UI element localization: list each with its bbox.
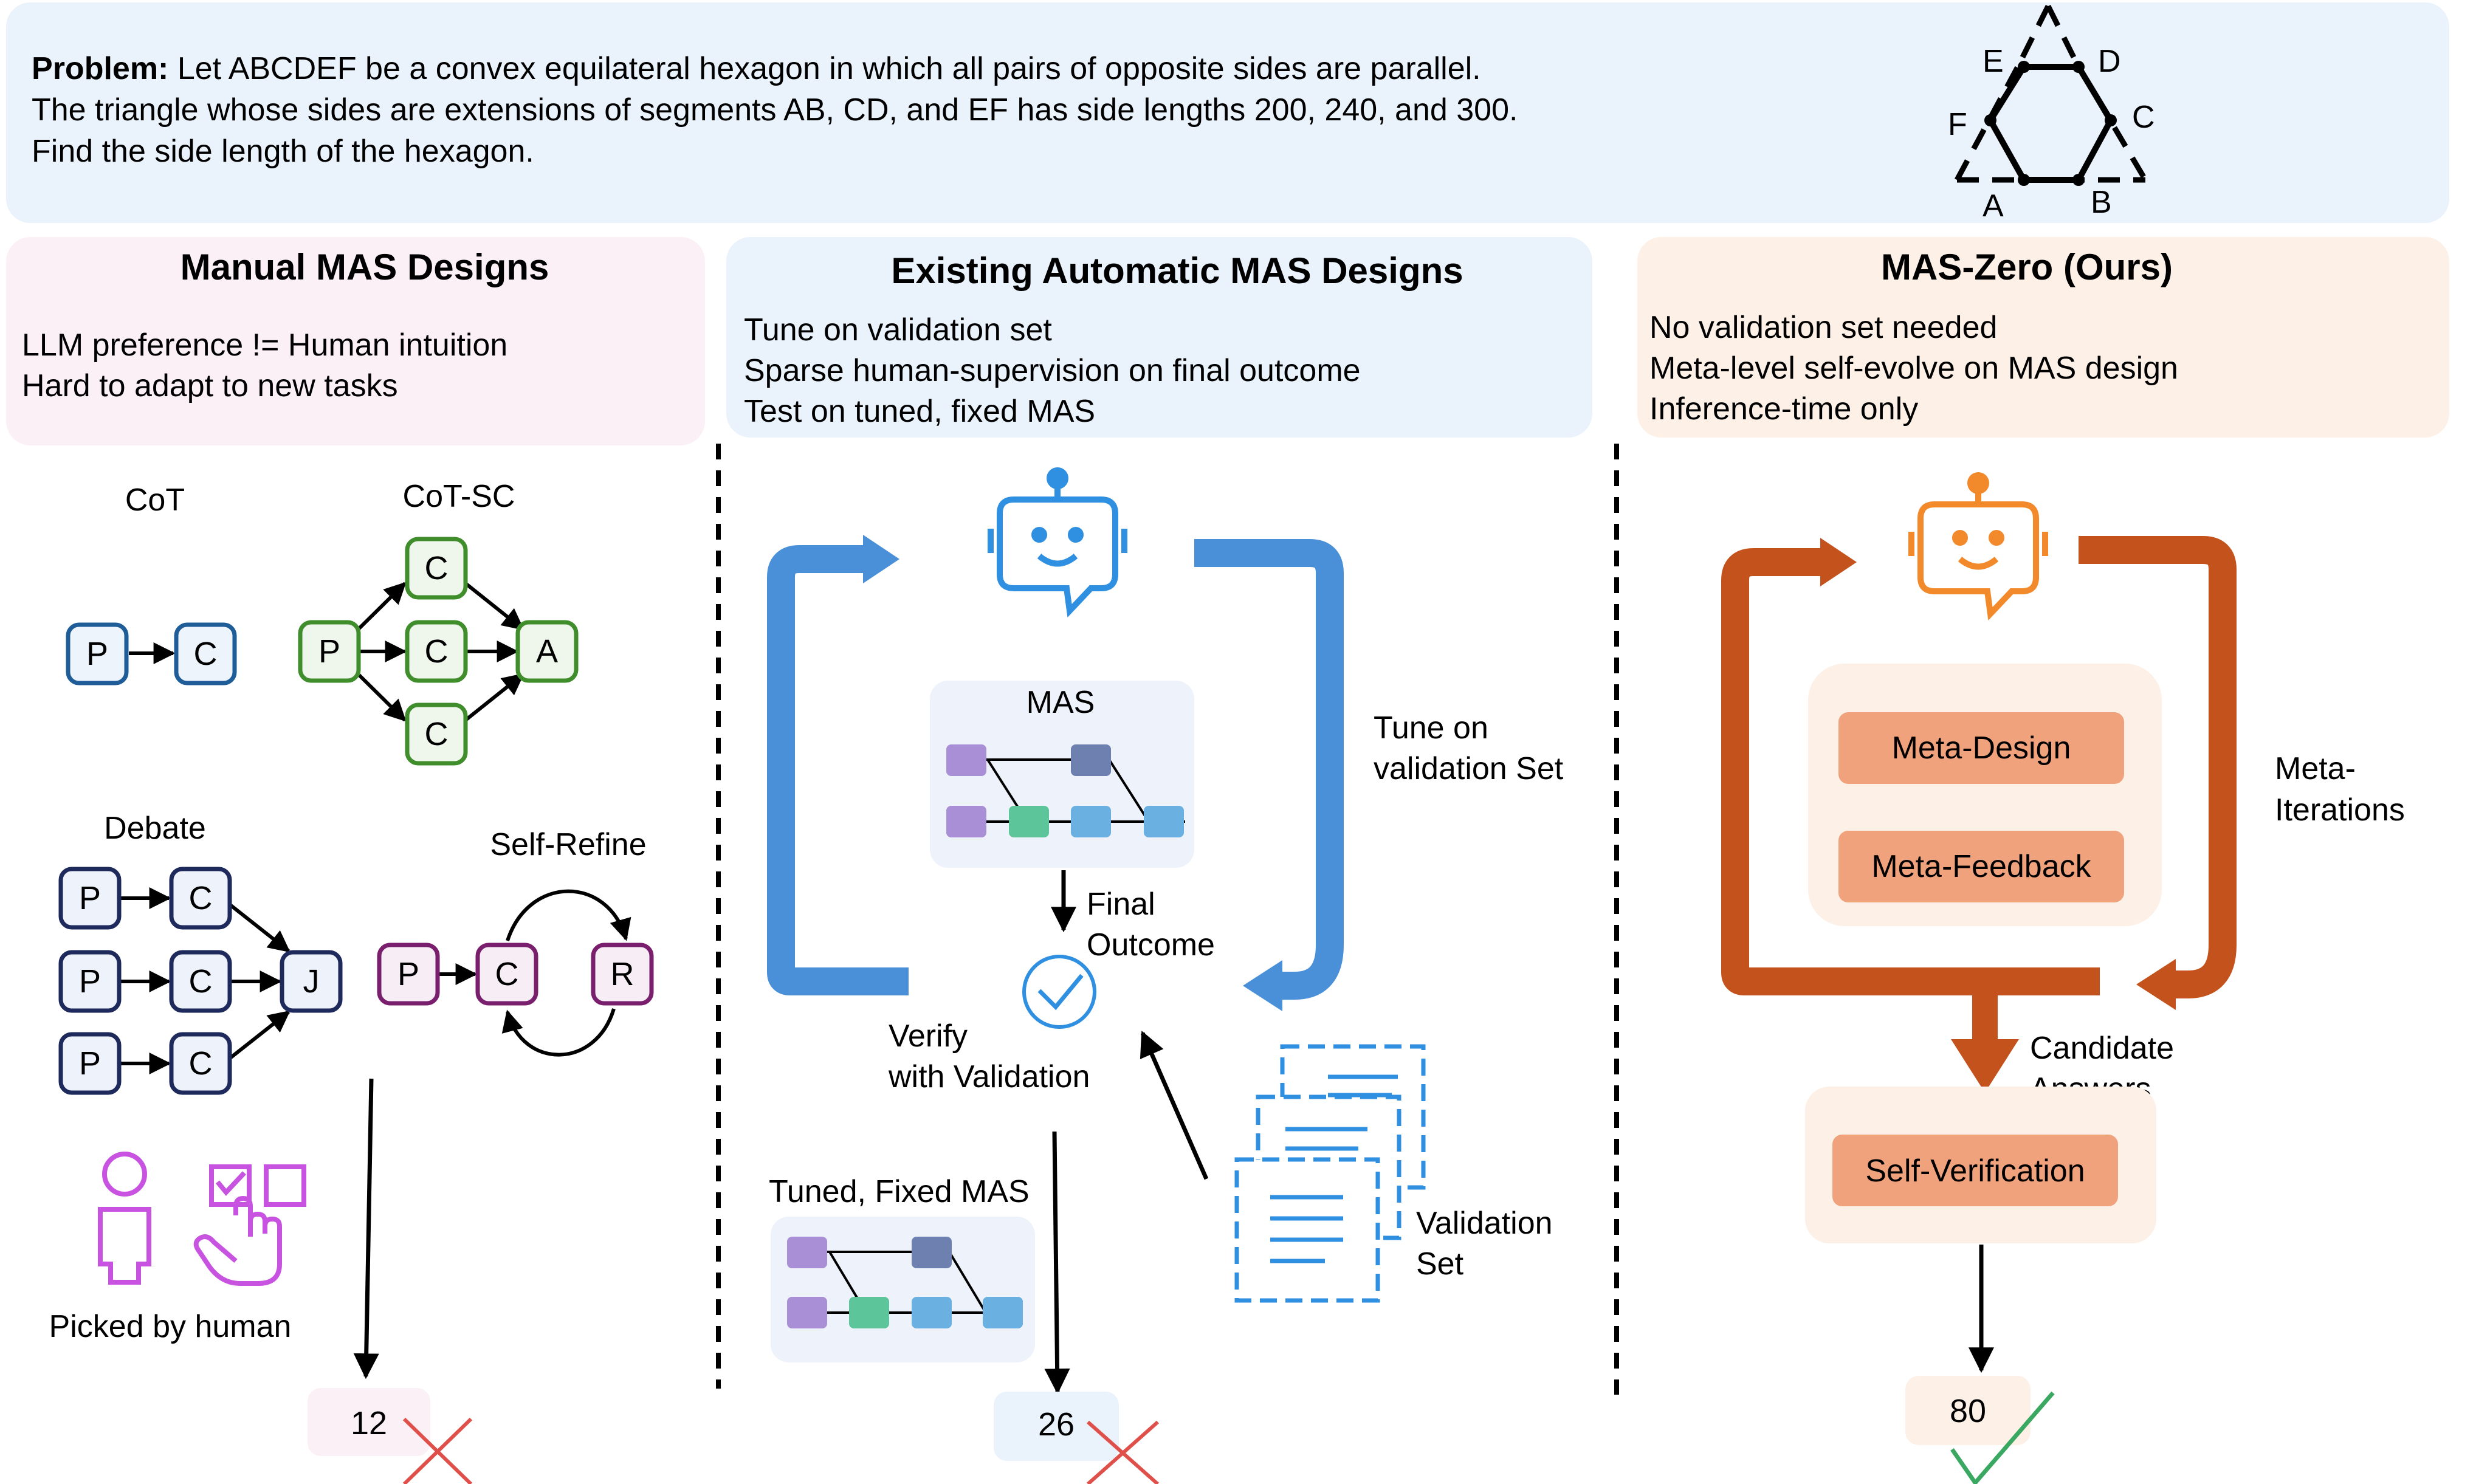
tuned-fixed-mas-label: Tuned, Fixed MAS — [769, 1174, 1030, 1209]
manual-panel — [6, 237, 705, 445]
meta-design-box — [1838, 712, 2124, 784]
orange-robot-icon — [1908, 472, 2048, 621]
vertex-label-a: A — [1983, 188, 2004, 224]
problem-line-2: The triangle whose sides are extensions … — [32, 92, 1518, 128]
mas-label: MAS — [1027, 685, 1095, 720]
manual-result-arrow — [353, 1078, 379, 1379]
automatic-bullet-2: Sparse human-supervision on final outcom… — [744, 353, 1361, 388]
meta-iterations-2: Iterations — [2275, 792, 2405, 828]
hand-pointer-icon — [193, 1164, 306, 1286]
manual-bullet-2: Hard to adapt to new tasks — [22, 368, 398, 404]
auto-answer-box — [994, 1392, 1119, 1461]
mas-graph — [946, 744, 1185, 837]
zero-answer: 80 — [1950, 1393, 1986, 1429]
selfrefine-label: Self-Refine — [490, 827, 646, 862]
tune-label-2: validation Set — [1374, 751, 1564, 786]
final-outcome-2: Outcome — [1087, 927, 1215, 963]
zero-panel — [1637, 237, 2449, 438]
validation-set-2: Set — [1416, 1246, 1464, 1282]
validation-set-icon — [1234, 1044, 1426, 1303]
verify-label-2: with Validation — [888, 1059, 1090, 1094]
manual-bullet-1: LLM preference != Human intuition — [22, 328, 507, 363]
vertex-label-f: F — [1948, 107, 1967, 142]
automatic-bullet-3: Test on tuned, fixed MAS — [744, 394, 1095, 429]
manual-answer-box — [308, 1388, 430, 1456]
orange-loop-arrows — [1721, 536, 2237, 1010]
automatic-panel — [726, 237, 1592, 438]
meta-iterations-1: Meta- — [2275, 751, 2356, 786]
blue-loop-arrows — [767, 535, 1344, 1011]
vertex-label-e: E — [1983, 44, 2004, 79]
problem-line-3: Find the side length of the hexagon. — [32, 134, 534, 169]
selfrefine-node-p: P — [397, 956, 419, 992]
cotsc-node-a: A — [536, 633, 558, 670]
auto-result-arrow — [1044, 1131, 1070, 1395]
cotsc-node-c1: C — [425, 550, 449, 586]
cotsc-label: CoT-SC — [403, 479, 515, 514]
debate-node-j: J — [303, 963, 320, 1000]
debate-node-p3: P — [79, 1045, 101, 1082]
selfrefine-node-c: C — [495, 956, 519, 992]
debate-node-c3: C — [189, 1045, 213, 1082]
debate-node-p1: P — [79, 880, 101, 916]
vertex-label-c: C — [2132, 100, 2155, 135]
correct-check-icon — [1950, 1391, 2055, 1484]
automatic-bullet-1: Tune on validation set — [744, 312, 1052, 348]
meta-feedback-label: Meta-Feedback — [1871, 849, 2091, 884]
manual-answer: 12 — [351, 1405, 387, 1441]
automatic-title: Existing Automatic MAS Designs — [891, 250, 1463, 291]
self-verification-box — [1832, 1135, 2118, 1206]
check-circle-icon — [1022, 955, 1096, 1029]
wrong-x-icon — [402, 1417, 473, 1484]
selfrefine-graph: P C R — [377, 889, 654, 1057]
debate-node-c1: C — [189, 880, 213, 916]
vertex-label-d: D — [2098, 44, 2121, 79]
selfrefine-node-r: R — [611, 956, 634, 992]
zero-answer-box — [1905, 1376, 2031, 1445]
zero-bullet-2: Meta-level self-evolve on MAS design — [1649, 351, 2178, 386]
final-outcome-1: Final — [1087, 887, 1155, 922]
picked-by-human-label: Picked by human — [49, 1309, 292, 1344]
zero-bullet-1: No validation set needed — [1649, 310, 1997, 345]
validation-set-1: Validation — [1416, 1206, 1553, 1241]
person-icon — [98, 1152, 151, 1285]
cotsc-node-p: P — [318, 633, 340, 670]
meta-design-label: Meta-Design — [1892, 730, 2071, 766]
manual-title: Manual MAS Designs — [181, 247, 549, 287]
candidate-label-1: Candidate — [2030, 1031, 2174, 1066]
wrong-x-icon-2 — [1087, 1420, 1159, 1484]
cot-node-c: C — [194, 636, 218, 672]
cotsc-graph: P C C C A — [298, 537, 579, 766]
debate-node-c2: C — [189, 963, 213, 1000]
cot-label: CoT — [125, 483, 185, 518]
verify-label-1: Verify — [889, 1019, 968, 1054]
problem-panel — [6, 2, 2449, 223]
candidate-down-arrow — [1951, 989, 2019, 1093]
debate-graph: P C P C P C J — [58, 867, 343, 1095]
zero-title: MAS-Zero (Ours) — [1881, 247, 2173, 287]
tune-label-1: Tune on — [1374, 710, 1488, 746]
cotsc-node-c2: C — [425, 633, 449, 670]
hexagon-vertices — [1984, 61, 2117, 186]
cot-node-p: P — [86, 636, 108, 672]
vertex-label-b: B — [2091, 185, 2112, 220]
tuned-mas-graph — [787, 1237, 1023, 1328]
validation-to-check-arrow — [1140, 1031, 1209, 1180]
blue-robot-icon — [988, 467, 1127, 618]
cot-graph: P C — [66, 622, 237, 685]
debate-label: Debate — [104, 811, 206, 846]
meta-feedback-box — [1838, 831, 2124, 902]
zero-bullet-3: Inference-time only — [1649, 391, 1918, 427]
cotsc-node-c3: C — [425, 716, 449, 752]
self-verification-label: Self-Verification — [1865, 1153, 2085, 1189]
problem-line-1: Problem: Let ABCDEF be a convex equilate… — [32, 51, 1481, 86]
debate-node-p2: P — [79, 963, 101, 1000]
auto-answer: 26 — [1038, 1406, 1075, 1443]
